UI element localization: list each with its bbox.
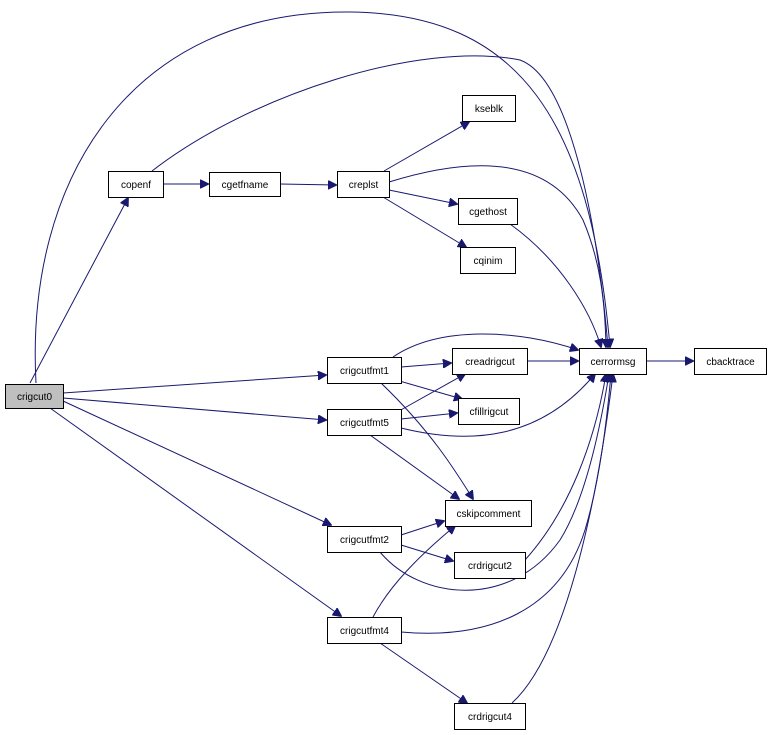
- node-box-crigcut0: [5, 384, 64, 409]
- node-label-crigcutfmt2: crigcutfmt2: [340, 535, 389, 546]
- node-box-cqinim: [460, 247, 516, 274]
- node-label-cbacktrace: cbacktrace: [706, 357, 755, 368]
- node-label-cgetfname: cgetfname: [222, 180, 269, 191]
- node-box-cfillrigcut: [458, 398, 520, 425]
- edge-crigcutfmt5-to-cfillrigcut: [400, 413, 457, 420]
- node-box-crigcutfmt2: [327, 526, 402, 553]
- edge-crigcut0-to-crigcutfmt5: [62, 397, 326, 420]
- node-copenf[interactable]: copenf: [108, 171, 164, 198]
- edge-creplst-to-cqinim: [382, 196, 466, 247]
- edge-crigcutfmt5-to-creadrigcut: [398, 374, 465, 412]
- node-box-creplst: [337, 171, 390, 198]
- node-cgetfname[interactable]: cgetfname: [209, 172, 281, 197]
- node-box-crigcutfmt5: [327, 409, 402, 436]
- node-label-cskipcomment: cskipcomment: [457, 509, 521, 520]
- edge-crigcutfmt1-to-cerrormsg: [392, 333, 578, 358]
- node-label-crigcutfmt4: crigcutfmt4: [340, 626, 389, 637]
- node-crigcutfmt1[interactable]: crigcutfmt1: [327, 357, 402, 384]
- node-box-crdrigcut4: [454, 703, 526, 730]
- node-cerrormsg[interactable]: cerrormsg: [579, 348, 647, 375]
- edge-creplst-to-cerrormsg: [388, 165, 606, 347]
- node-box-cgetfname: [209, 172, 281, 197]
- node-label-creplst: creplst: [349, 180, 379, 191]
- edge-crigcutfmt5-to-cerrormsg: [400, 374, 595, 437]
- node-label-crdrigcut4: crdrigcut4: [468, 712, 512, 723]
- node-label-kseblk: kseblk: [475, 104, 504, 115]
- node-label-crdrigcut2: crdrigcut2: [468, 561, 512, 572]
- node-label-cfillrigcut: cfillrigcut: [470, 407, 509, 418]
- node-label-cgethost: cgethost: [469, 207, 507, 218]
- edge-crigcutfmt2-to-cskipcomment: [400, 521, 444, 536]
- node-box-copenf: [108, 171, 164, 198]
- node-box-cgethost: [458, 198, 518, 225]
- edge-cgethost-to-cerrormsg: [509, 223, 601, 347]
- edge-crigcut0-to-crigcutfmt4: [49, 407, 341, 616]
- node-label-crigcutfmt1: crigcutfmt1: [340, 366, 389, 377]
- edge-crigcutfmt2-to-cerrormsg: [379, 374, 609, 591]
- node-box-cerrormsg: [579, 348, 647, 375]
- node-label-cerrormsg: cerrormsg: [590, 357, 635, 368]
- node-box-kseblk: [462, 95, 516, 122]
- node-label-cqinim: cqinim: [474, 256, 503, 267]
- nodes-layer: crigcut0 copenf cgetfname creplst kseblk cget…: [5, 95, 767, 730]
- edge-creplst-to-cgethost: [388, 189, 457, 204]
- node-cskipcomment[interactable]: cskipcomment: [445, 500, 532, 527]
- node-box-cbacktrace: [694, 348, 767, 375]
- edge-crdrigcut4-to-cerrormsg: [511, 374, 613, 704]
- node-box-crigcutfmt1: [327, 357, 402, 384]
- node-cgethost[interactable]: cgethost: [458, 198, 518, 225]
- node-creadrigcut[interactable]: creadrigcut: [452, 348, 528, 375]
- node-crdrigcut4[interactable]: crdrigcut4: [454, 703, 526, 730]
- edge-creplst-to-kseblk: [383, 122, 469, 172]
- edges-layer: [29, 11, 693, 704]
- node-creplst[interactable]: creplst: [337, 171, 390, 198]
- edge-crigcutfmt1-to-creadrigcut: [400, 363, 451, 367]
- node-box-crdrigcut2: [454, 552, 526, 579]
- node-cbacktrace[interactable]: cbacktrace: [694, 348, 767, 375]
- node-label-copenf: copenf: [121, 180, 151, 191]
- node-label-crigcut0: crigcut0: [17, 392, 52, 403]
- node-kseblk[interactable]: kseblk: [462, 95, 516, 122]
- node-box-creadrigcut: [452, 348, 528, 375]
- edge-crigcutfmt4-to-cskipcomment: [372, 526, 455, 618]
- edge-cgetfname-to-creplst: [279, 184, 336, 185]
- node-crigcutfmt4[interactable]: crigcutfmt4: [327, 617, 402, 644]
- node-crigcut0[interactable]: crigcut0: [5, 384, 64, 409]
- edge-crigcutfmt4-to-crdrigcut4: [379, 642, 467, 703]
- edge-crigcut0-to-crigcutfmt1: [62, 375, 326, 394]
- node-box-crigcutfmt4: [327, 617, 402, 644]
- edge-crdrigcut2-to-cerrormsg: [524, 374, 606, 561]
- node-crigcutfmt5[interactable]: crigcutfmt5: [327, 409, 402, 436]
- edge-crigcut0-to-crigcutfmt2: [62, 400, 331, 525]
- edge-crigcutfmt5-to-cskipcomment: [369, 434, 459, 499]
- node-label-crigcutfmt5: crigcutfmt5: [340, 418, 389, 429]
- edge-crigcut0-to-cerrormsg: [34, 11, 610, 384]
- edge-copenf-to-cerrormsg: [151, 55, 608, 347]
- node-crdrigcut2[interactable]: crdrigcut2: [454, 552, 526, 579]
- edge-crigcutfmt1-to-cskipcomment: [380, 382, 473, 499]
- node-crigcutfmt2[interactable]: crigcutfmt2: [327, 526, 402, 553]
- edge-crigcut0-to-copenf: [29, 198, 128, 384]
- node-box-cskipcomment: [445, 500, 532, 527]
- node-cfillrigcut[interactable]: cfillrigcut: [458, 398, 520, 425]
- edge-crigcutfmt1-to-cfillrigcut: [395, 379, 462, 399]
- edge-crigcutfmt2-to-crdrigcut2: [400, 544, 453, 561]
- node-label-creadrigcut: creadrigcut: [465, 357, 515, 368]
- node-cqinim[interactable]: cqinim: [460, 247, 516, 274]
